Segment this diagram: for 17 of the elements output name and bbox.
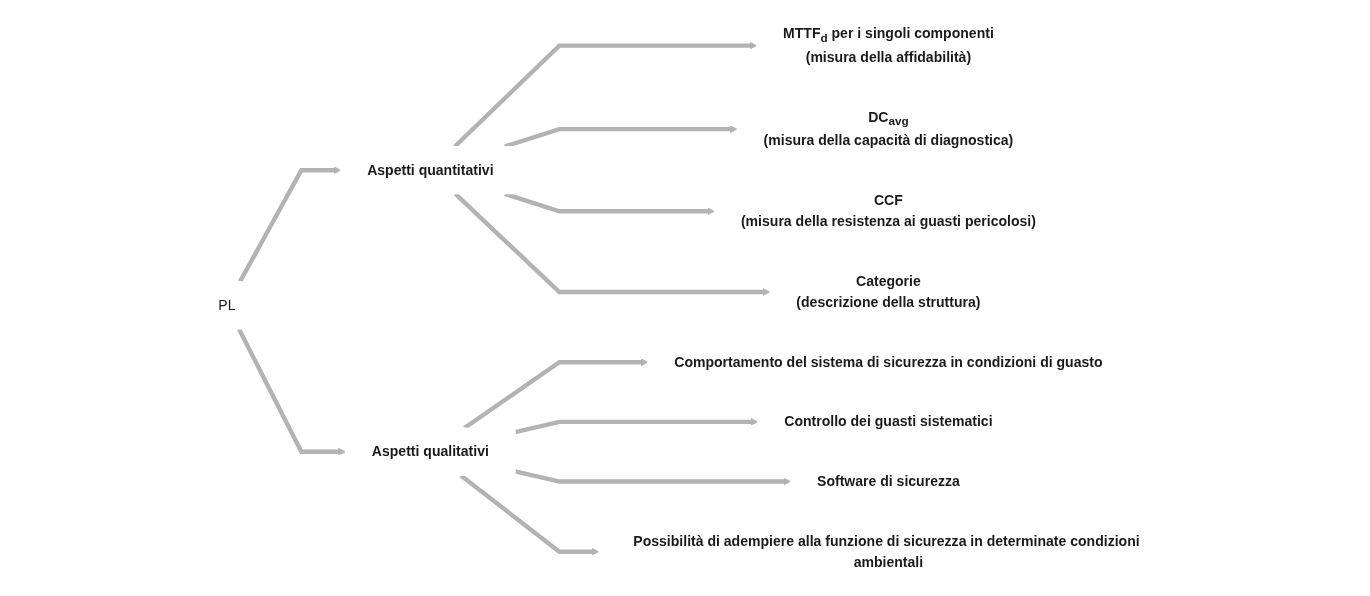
- node-text: PL: [218, 297, 236, 313]
- node-text: Comportamento del sistema di sicurezza in condizioni di guasto: [674, 354, 1103, 370]
- arrow: [514, 469, 792, 486]
- node-text: Software di sicurezza: [817, 473, 960, 489]
- arrow: [237, 328, 346, 456]
- node-text: Controllo dei guasti sistematici: [784, 413, 993, 429]
- node-text: Aspetti qualitativi: [371, 443, 489, 459]
- node-text: DC$_{avg}$ (misura della capacità di diagnostica): [763, 109, 1014, 149]
- node-text: Categorie (descrizione della struttura): [796, 273, 981, 310]
- node-text: Possibilità di adempiere alla funzione di sicurezza in determinate condizioni ambientali: [633, 533, 1140, 570]
- arrow: [238, 166, 342, 283]
- arrow: [453, 192, 771, 296]
- node-text: Aspetti quantitativi: [367, 162, 494, 178]
- arrow: [463, 358, 649, 430]
- arrow: [514, 418, 759, 435]
- node-text: MTTF$_{d}$ per i singoli componenti (misura della affidabilità): [783, 25, 994, 65]
- node-text: CCF (misura della resistenza ai guasti pericolosi): [740, 192, 1036, 229]
